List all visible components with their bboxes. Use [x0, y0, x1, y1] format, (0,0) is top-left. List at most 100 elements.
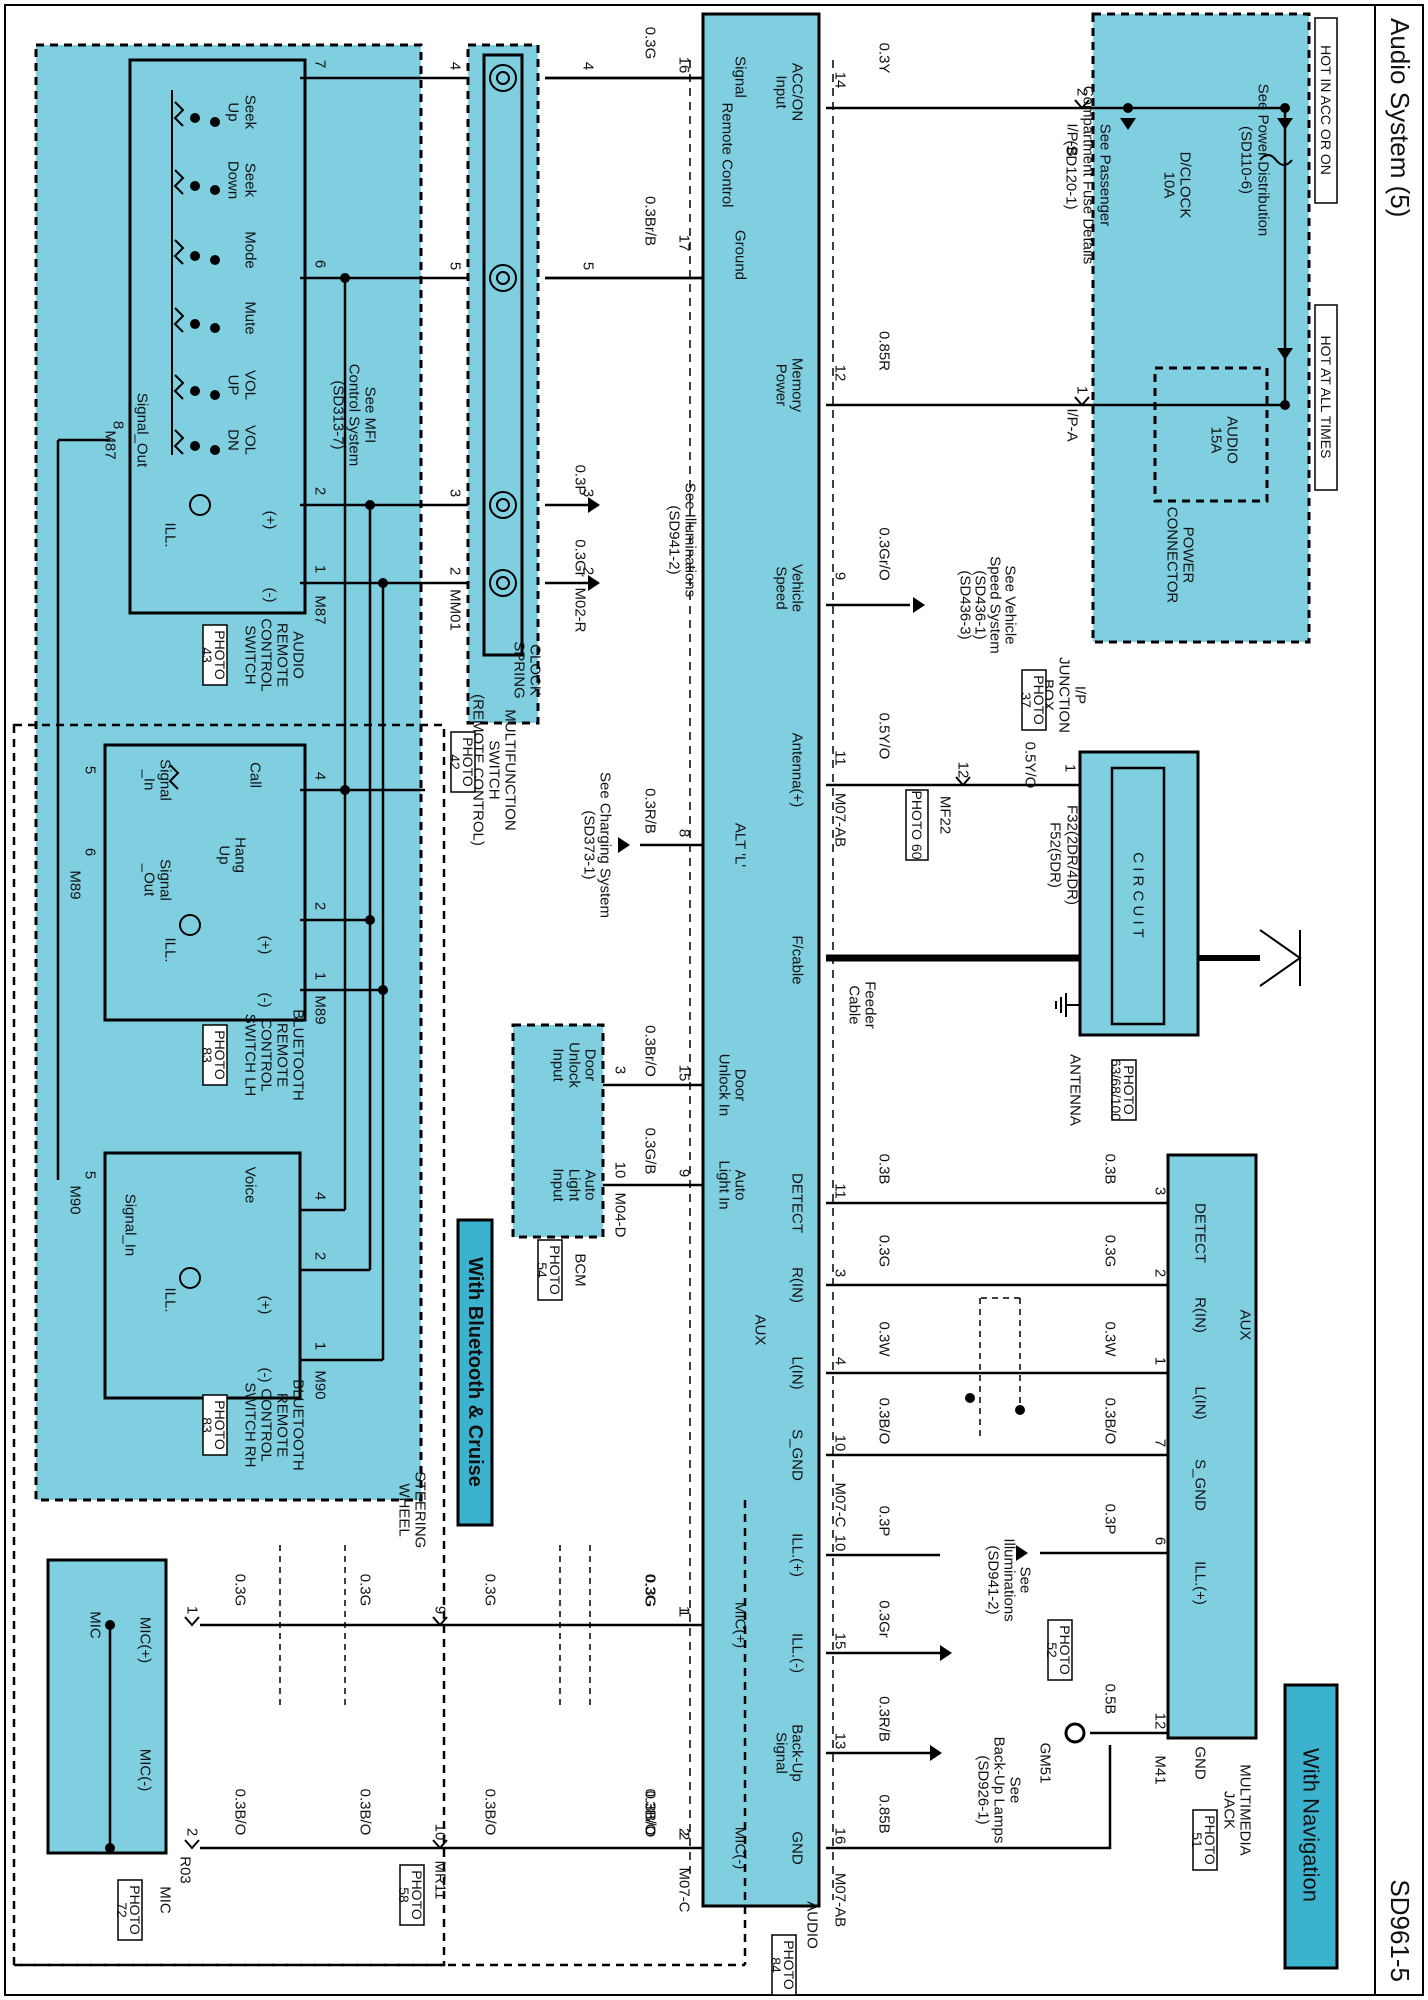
fuse-detail-arrow — [1120, 118, 1136, 130]
pin-number: 2 — [676, 1832, 693, 1840]
mfi-ref: (SD313-7) — [330, 380, 347, 449]
connector-id: M90 — [67, 1185, 84, 1214]
pin-polarity: (+) — [257, 1296, 274, 1315]
aux-pin-label: S_GND — [1192, 1459, 1209, 1511]
bt-label: _In — [141, 769, 158, 791]
pin-number: 1 — [1074, 386, 1091, 394]
clock-spring-name: SPRING — [511, 641, 528, 699]
multifunction-name: SWITCH — [486, 740, 503, 799]
bt-lh-name: BLUETOOTH — [290, 1009, 307, 1100]
ill-arrow — [588, 497, 600, 513]
group-label: Remote Control — [719, 102, 736, 207]
pin-number: 8 — [676, 829, 693, 837]
pin-number: 3 — [580, 489, 597, 497]
splice-dot — [210, 445, 220, 455]
photo-label: PHOTO — [460, 737, 476, 787]
audio-pin-label: Unlock In — [716, 1054, 733, 1117]
pin-number: 2 — [312, 902, 329, 910]
photo-label: 42 — [447, 754, 463, 770]
mic-box — [46, 1558, 168, 1855]
speed-ref: (SD436-3) — [957, 570, 974, 639]
pin-number: 2 — [312, 487, 329, 495]
remote-button-label: Down — [225, 161, 242, 199]
connector-id: I/P-A — [1064, 408, 1081, 441]
bt-lh-name: CONTROL — [258, 1018, 275, 1091]
circuit-box — [1110, 766, 1166, 1026]
pin-number: 9 — [676, 1169, 693, 1177]
aux-pin-label: L(IN) — [1192, 1386, 1209, 1419]
connector-id: R03 — [177, 1856, 194, 1884]
wire-label: 0.3Br/B — [642, 196, 659, 246]
pin-number: 5 — [580, 262, 597, 270]
pin-number: 5 — [82, 1171, 99, 1179]
steering-wheel — [34, 43, 423, 1502]
connector-id: F52(5DR) — [1047, 822, 1064, 888]
pin-number: 7 — [1152, 1439, 1169, 1447]
audio-pin-label: Antenna(+) — [789, 733, 806, 808]
photo-label: PHOTO — [1202, 1815, 1218, 1865]
connector-id: M07-C — [676, 1867, 693, 1912]
mic-name: MIC — [157, 1886, 174, 1914]
charging-ref: See Charging System — [597, 772, 614, 918]
speed-ref-arrow — [913, 597, 925, 613]
resistor — [173, 101, 185, 127]
wire-gnd — [826, 1745, 1112, 1850]
mic-photo — [117, 1879, 143, 1941]
pin-number: 1 — [184, 1606, 201, 1614]
pin-polarity: (+) — [262, 511, 279, 530]
photo-label: 54 — [534, 1262, 550, 1278]
pin-number: 6 — [312, 260, 329, 268]
photo-label: PHOTO — [212, 630, 228, 680]
photo-label: 63/68/100 — [1108, 1059, 1124, 1121]
bt-label: Signal — [157, 859, 174, 901]
aux-name: JACK — [1221, 1791, 1238, 1829]
remote-name: REMOTE — [274, 623, 291, 687]
splice-dot — [105, 1843, 115, 1853]
bcm-name: BCM — [572, 1253, 589, 1286]
spiral-coil — [489, 64, 517, 92]
bt-rh-name: SWITCH RH — [242, 1383, 259, 1468]
pin-number: 1 — [1152, 1357, 1169, 1365]
audio-pin-label: F/cable — [789, 935, 806, 984]
connector-id: MM01 — [447, 589, 464, 631]
clock-spring-core — [482, 53, 524, 657]
aux-pin-label: GND — [1192, 1746, 1209, 1780]
splice-dot — [965, 1393, 975, 1403]
audio-pin-label: ALT 'L' — [732, 823, 749, 867]
remote-button-label: Up — [225, 102, 242, 121]
audio-pin-label: Light In — [716, 1160, 733, 1209]
mic-pin-label: MIC(+) — [137, 1617, 154, 1663]
bt-label: Call — [247, 762, 264, 788]
pin-number: 4 — [312, 772, 329, 780]
connector-id: M90 — [312, 1370, 329, 1399]
pin-number: 3 — [447, 489, 464, 497]
clock-spring-name: CLOCK — [527, 644, 544, 696]
connector-id: M87 — [312, 595, 329, 624]
photo-label: PHOTO — [127, 1885, 143, 1935]
spiral-coil — [489, 569, 517, 597]
photo-label: PHOTO — [1057, 1625, 1073, 1675]
feeder-label: Cable — [846, 985, 863, 1024]
remote-button-label: VOL — [242, 370, 259, 400]
junction-ref: (SD110-6) — [1238, 126, 1255, 194]
pin-number: 2 — [184, 1828, 201, 1836]
audio-pin-label: ILL.(+) — [789, 1533, 806, 1577]
wire-label: 0.3R/B — [876, 1696, 893, 1742]
spiral-coil — [496, 498, 510, 512]
splice-dot — [210, 185, 220, 195]
wire-label: 0.3G — [232, 1574, 249, 1607]
remote-button-label: Seek — [242, 95, 259, 130]
bcm-photo — [537, 1239, 563, 1301]
pin-number: 4 — [832, 1357, 849, 1365]
resistor — [173, 429, 185, 455]
mic-pin-label: MIC(-) — [137, 1749, 154, 1791]
pin-number: 5 — [82, 766, 99, 774]
audio-pin-label: Speed — [773, 566, 790, 609]
connector-id: M89 — [67, 870, 84, 899]
spiral-coil — [489, 264, 517, 292]
connector-id: M02-R — [572, 587, 589, 632]
remote-button-label: UP — [225, 375, 242, 396]
antenna-box — [1078, 750, 1200, 1037]
pin-number: 2 — [676, 1828, 693, 1836]
audio-pin-label: GND — [789, 1831, 806, 1865]
